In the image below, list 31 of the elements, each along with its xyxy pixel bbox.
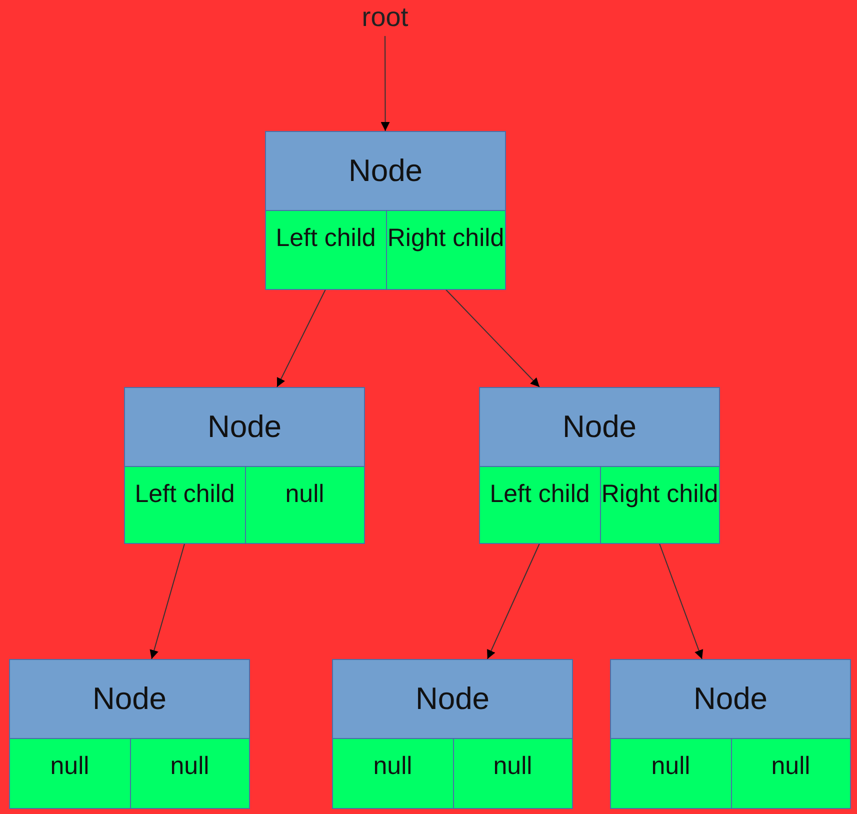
node-header: Node xyxy=(611,660,850,739)
child-pointer-field: null xyxy=(452,739,572,808)
node-header: Node xyxy=(125,388,364,467)
child-pointer-field: Left child xyxy=(266,211,386,289)
child-pointer-field: null xyxy=(611,739,730,808)
node-header: Node xyxy=(10,660,249,739)
arrow xyxy=(380,36,390,132)
node-box xyxy=(332,659,573,809)
node-box xyxy=(124,387,365,544)
child-pointer-field: Right child xyxy=(386,211,505,289)
node-box xyxy=(610,659,851,809)
child-pointer-field: Right child xyxy=(600,467,719,543)
node-box xyxy=(9,659,250,809)
child-pointer-field: null xyxy=(130,739,249,808)
child-pointer-field: null xyxy=(10,739,130,808)
arrow xyxy=(658,542,704,660)
node-header: Node xyxy=(333,660,572,739)
arrow xyxy=(276,288,326,388)
child-pointer-field: null xyxy=(333,739,452,808)
child-pointer-field: null xyxy=(244,467,364,543)
node-box xyxy=(479,387,720,544)
child-pointer-field: Left child xyxy=(480,467,600,543)
arrow xyxy=(486,542,540,660)
node-box xyxy=(265,131,506,290)
node-header: Node xyxy=(266,132,505,211)
root-label: root xyxy=(335,2,435,38)
child-pointer-field: null xyxy=(730,739,850,808)
child-pointer-field: Left child xyxy=(125,467,244,543)
arrow xyxy=(150,542,186,660)
arrow xyxy=(444,288,540,388)
node-header: Node xyxy=(480,388,719,467)
